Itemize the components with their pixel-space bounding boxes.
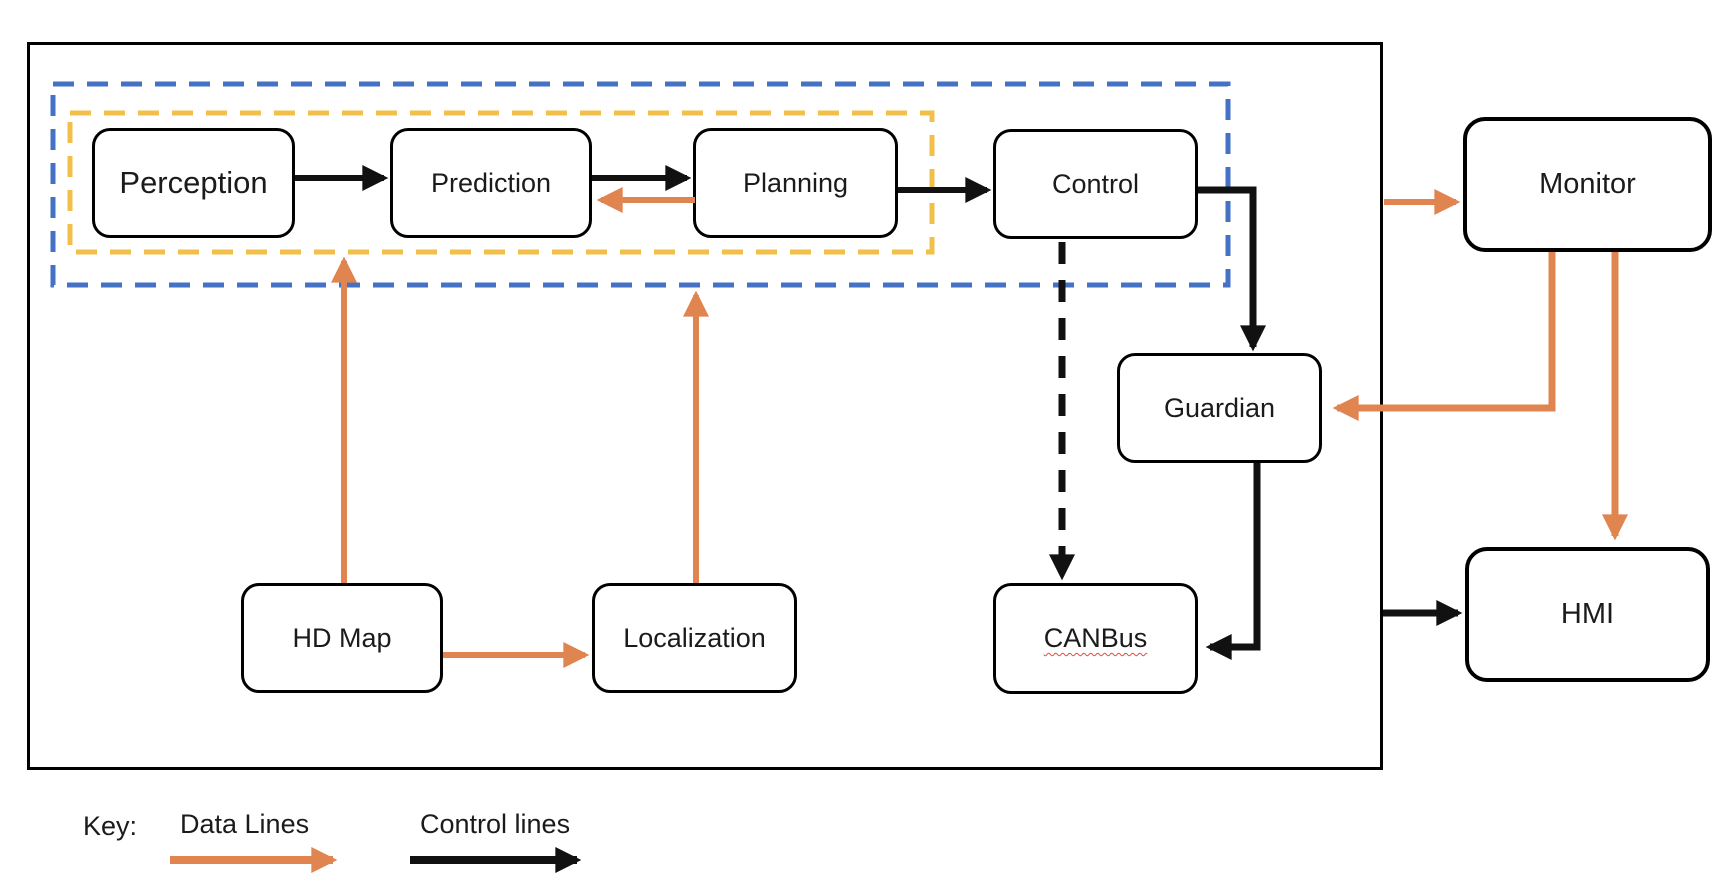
legend-data-lines-label: Data Lines xyxy=(180,809,310,839)
node-localization-label: Localization xyxy=(623,622,766,653)
node-guardian: Guardian xyxy=(1117,353,1322,463)
node-monitor: Monitor xyxy=(1463,117,1712,252)
node-hmi: HMI xyxy=(1465,547,1710,682)
node-canbus: CANBus xyxy=(993,583,1198,694)
node-planning-label: Planning xyxy=(742,167,849,198)
node-guardian-label: Guardian xyxy=(1163,392,1276,423)
legend-key-label: Key: xyxy=(83,811,138,841)
node-control-label: Control xyxy=(1051,168,1140,199)
node-planning: Planning xyxy=(693,128,898,238)
node-prediction-label: Prediction xyxy=(430,167,552,198)
node-perception-label: Perception xyxy=(119,165,268,200)
node-perception: Perception xyxy=(92,128,295,238)
node-hdmap: HD Map xyxy=(241,583,443,693)
node-canbus-label: CANBus xyxy=(1043,623,1148,653)
legend-control-lines-label: Control lines xyxy=(420,809,571,839)
node-localization: Localization xyxy=(592,583,797,693)
node-prediction: Prediction xyxy=(390,128,592,238)
node-monitor-label: Monitor xyxy=(1539,168,1636,200)
node-hdmap-label: HD Map xyxy=(292,622,392,653)
node-control: Control xyxy=(993,129,1198,239)
node-hmi-label: HMI xyxy=(1560,598,1615,630)
